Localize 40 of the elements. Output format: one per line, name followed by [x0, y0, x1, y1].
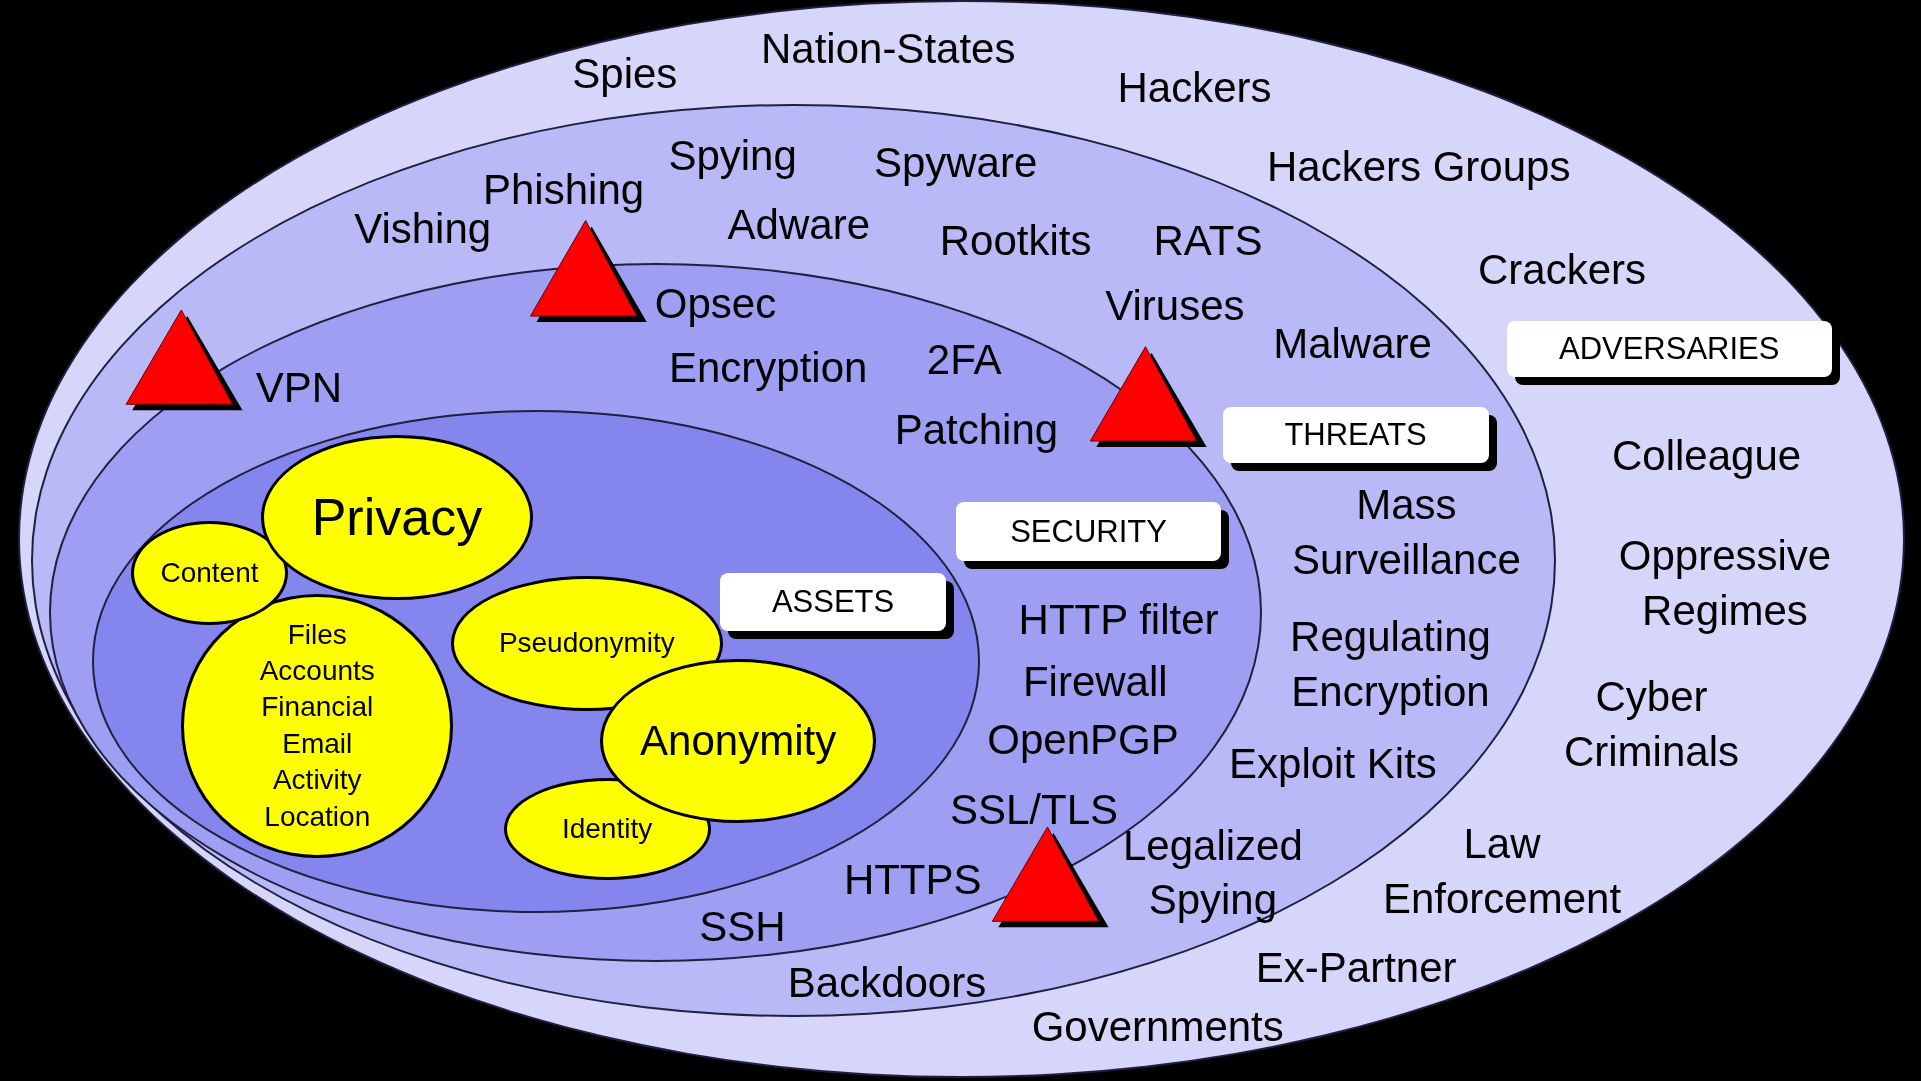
asset-text: Anonymity: [640, 715, 837, 766]
category-label: Encryption: [668, 342, 868, 393]
asset-text: Pseudonymity: [498, 625, 675, 660]
category-label: HTTPS: [843, 854, 982, 905]
category-label: Colleague: [1612, 430, 1802, 481]
category-label: Hackers: [1117, 62, 1272, 113]
category-label: Firewall: [1022, 657, 1168, 708]
category-label: Governments: [1031, 1001, 1284, 1052]
asset-text: Identity: [561, 811, 653, 846]
category-label: Spies: [572, 48, 678, 99]
category-label: Viruses: [1105, 281, 1245, 331]
category-label: OpenPGP: [987, 714, 1179, 765]
category-label: Legalized Spying: [1121, 820, 1304, 926]
category-label: Adware: [727, 200, 870, 251]
category-label: Cyber Criminals: [1562, 672, 1740, 778]
category-label: Regulating Encryption: [1289, 612, 1492, 718]
category-label: SSH: [699, 902, 786, 953]
category-label: VPN: [255, 363, 343, 414]
category-label: Crackers: [1478, 244, 1647, 295]
category-label: Rootkits: [939, 216, 1092, 267]
category-label: Mass Surveillance: [1291, 480, 1522, 585]
category-label: Opsec: [654, 278, 777, 329]
category-label: Patching: [894, 404, 1059, 455]
category-label: HTTP filter: [1018, 594, 1219, 645]
asset-text: Files Accounts Financial Email Activity Location: [258, 617, 376, 834]
category-label: RATS: [1153, 216, 1263, 267]
category-label: Law Enforcement: [1381, 819, 1623, 925]
category-label: Nation-States: [760, 23, 1016, 74]
asset-text: Content: [160, 555, 259, 590]
category-label: Spying: [668, 130, 797, 181]
category-label: Spyware: [873, 137, 1038, 188]
category-label: Ex-Partner: [1255, 942, 1457, 993]
category-label: Oppressive Regimes: [1617, 531, 1833, 637]
asset-text: Privacy: [311, 486, 483, 548]
category-label: Hackers Groups: [1266, 141, 1571, 192]
category-label: Malware: [1273, 318, 1432, 369]
category-label: 2FA: [926, 334, 1002, 385]
category-label: Backdoors: [787, 957, 987, 1008]
category-label: SSL/TLS: [949, 784, 1119, 835]
category-label: Exploit Kits: [1229, 739, 1437, 790]
